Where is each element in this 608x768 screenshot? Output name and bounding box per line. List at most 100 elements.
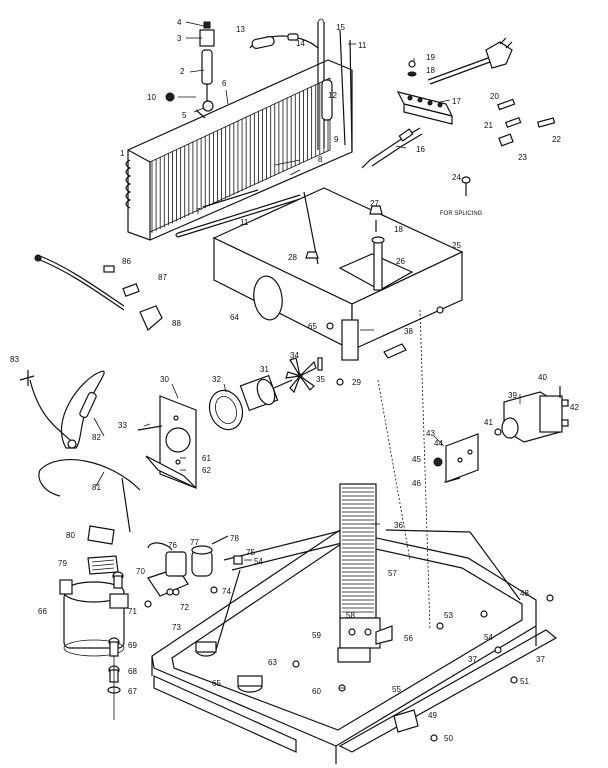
callout-87: 87 [158, 273, 167, 282]
callout-2: 2 [180, 67, 185, 76]
callout-37-right: 37 [536, 655, 545, 664]
drier-strainer [165, 92, 206, 119]
callout-12: 12 [328, 91, 337, 100]
condenser-coil [125, 59, 353, 241]
callout-18: 18 [426, 66, 435, 75]
compressor [59, 579, 129, 657]
callout-20: 20 [490, 92, 499, 101]
callout-54: 54 [254, 557, 263, 566]
callout-60: 60 [312, 687, 321, 696]
mounting-plate [433, 433, 479, 483]
fan-blade [285, 357, 323, 394]
callout-81: 81 [92, 483, 101, 492]
callout-11-lower: 11 [240, 218, 249, 227]
callout-21: 21 [484, 121, 493, 130]
defrost-heater-bracket [337, 617, 393, 663]
callout-46: 46 [412, 479, 421, 488]
callout-38: 38 [404, 327, 413, 336]
callout-58: 58 [346, 611, 355, 620]
callout-79: 79 [58, 559, 67, 568]
base-rails [436, 594, 554, 684]
callout-14: 14 [296, 39, 305, 48]
callout-labels: 4 3 13 14 15 11 2 6 10 5 12 9 8 1 7 11 1… [10, 18, 579, 743]
evaporator-coil [339, 483, 377, 619]
callout-57: 57 [388, 569, 397, 578]
callout-6: 6 [222, 79, 227, 88]
callout-83: 83 [10, 355, 19, 364]
callout-19: 19 [426, 53, 435, 62]
callout-59: 59 [312, 631, 321, 640]
callout-35: 35 [316, 375, 325, 384]
callout-88: 88 [172, 319, 181, 328]
callout-69: 69 [128, 641, 137, 650]
callout-36: 36 [394, 521, 403, 530]
fan-motor-bracket [137, 395, 197, 489]
callout-75: 75 [246, 548, 255, 557]
thermostat-sensor [19, 370, 141, 533]
callout-51: 51 [520, 677, 529, 686]
housing-shroud [212, 187, 464, 386]
callout-43: 43 [426, 429, 435, 438]
wire-nut [461, 176, 471, 196]
callout-54-right: 54 [484, 633, 493, 642]
callout-34: 34 [290, 351, 299, 360]
callout-16: 16 [416, 145, 425, 154]
callout-18-lower: 18 [394, 225, 403, 234]
callout-41: 41 [484, 418, 493, 427]
callout-48: 48 [520, 589, 529, 598]
tubing-lines [175, 89, 301, 238]
callout-31: 31 [260, 365, 269, 374]
wire-harness [361, 127, 423, 169]
thermistor-lead [34, 254, 163, 331]
drain-fittings [195, 641, 346, 693]
callout-7: 7 [196, 207, 201, 216]
callout-71: 71 [128, 607, 137, 616]
callout-9: 9 [334, 135, 339, 144]
for-splicing-note: FOR SPLICING [440, 211, 483, 217]
callout-76: 76 [168, 541, 177, 550]
callout-25: 25 [452, 241, 461, 250]
callout-64: 64 [230, 313, 239, 322]
callout-63: 63 [268, 658, 277, 667]
leader-lines [93, 21, 521, 689]
callout-27: 27 [370, 199, 379, 208]
control-switch [494, 386, 569, 443]
callout-40: 40 [538, 373, 547, 382]
callout-77: 77 [190, 538, 199, 547]
callout-29: 29 [352, 378, 361, 387]
callout-22: 22 [552, 135, 561, 144]
callout-49: 49 [428, 711, 437, 720]
power-cord [427, 37, 513, 85]
callout-11: 11 [358, 41, 367, 50]
callout-5: 5 [182, 111, 187, 120]
callout-68: 68 [128, 667, 137, 676]
capillary-tube [249, 33, 319, 50]
callout-74: 74 [222, 587, 231, 596]
callout-17: 17 [452, 97, 461, 106]
callout-78: 78 [230, 534, 239, 543]
callout-42: 42 [570, 403, 579, 412]
callout-82: 82 [92, 433, 101, 442]
callout-61: 61 [202, 454, 211, 463]
splice-connectors [497, 98, 556, 147]
callout-55: 55 [392, 685, 401, 694]
callout-53: 53 [444, 611, 453, 620]
start-relay [147, 551, 189, 597]
callout-28: 28 [288, 253, 297, 262]
callout-44: 44 [434, 439, 443, 448]
base-pan-frame [151, 529, 558, 764]
bottom-bracket [393, 709, 438, 742]
callout-56: 56 [404, 634, 413, 643]
callout-32: 32 [212, 375, 221, 384]
expansion-valve [199, 21, 215, 112]
callout-4: 4 [177, 18, 182, 27]
callout-39: 39 [508, 391, 517, 400]
callout-80: 80 [66, 531, 75, 540]
callout-8: 8 [318, 155, 323, 164]
callout-33: 33 [118, 421, 127, 430]
callout-50: 50 [444, 734, 453, 743]
callout-62: 62 [202, 466, 211, 475]
callout-13: 13 [236, 25, 245, 34]
callout-26: 26 [396, 257, 405, 266]
callout-73: 73 [172, 623, 181, 632]
